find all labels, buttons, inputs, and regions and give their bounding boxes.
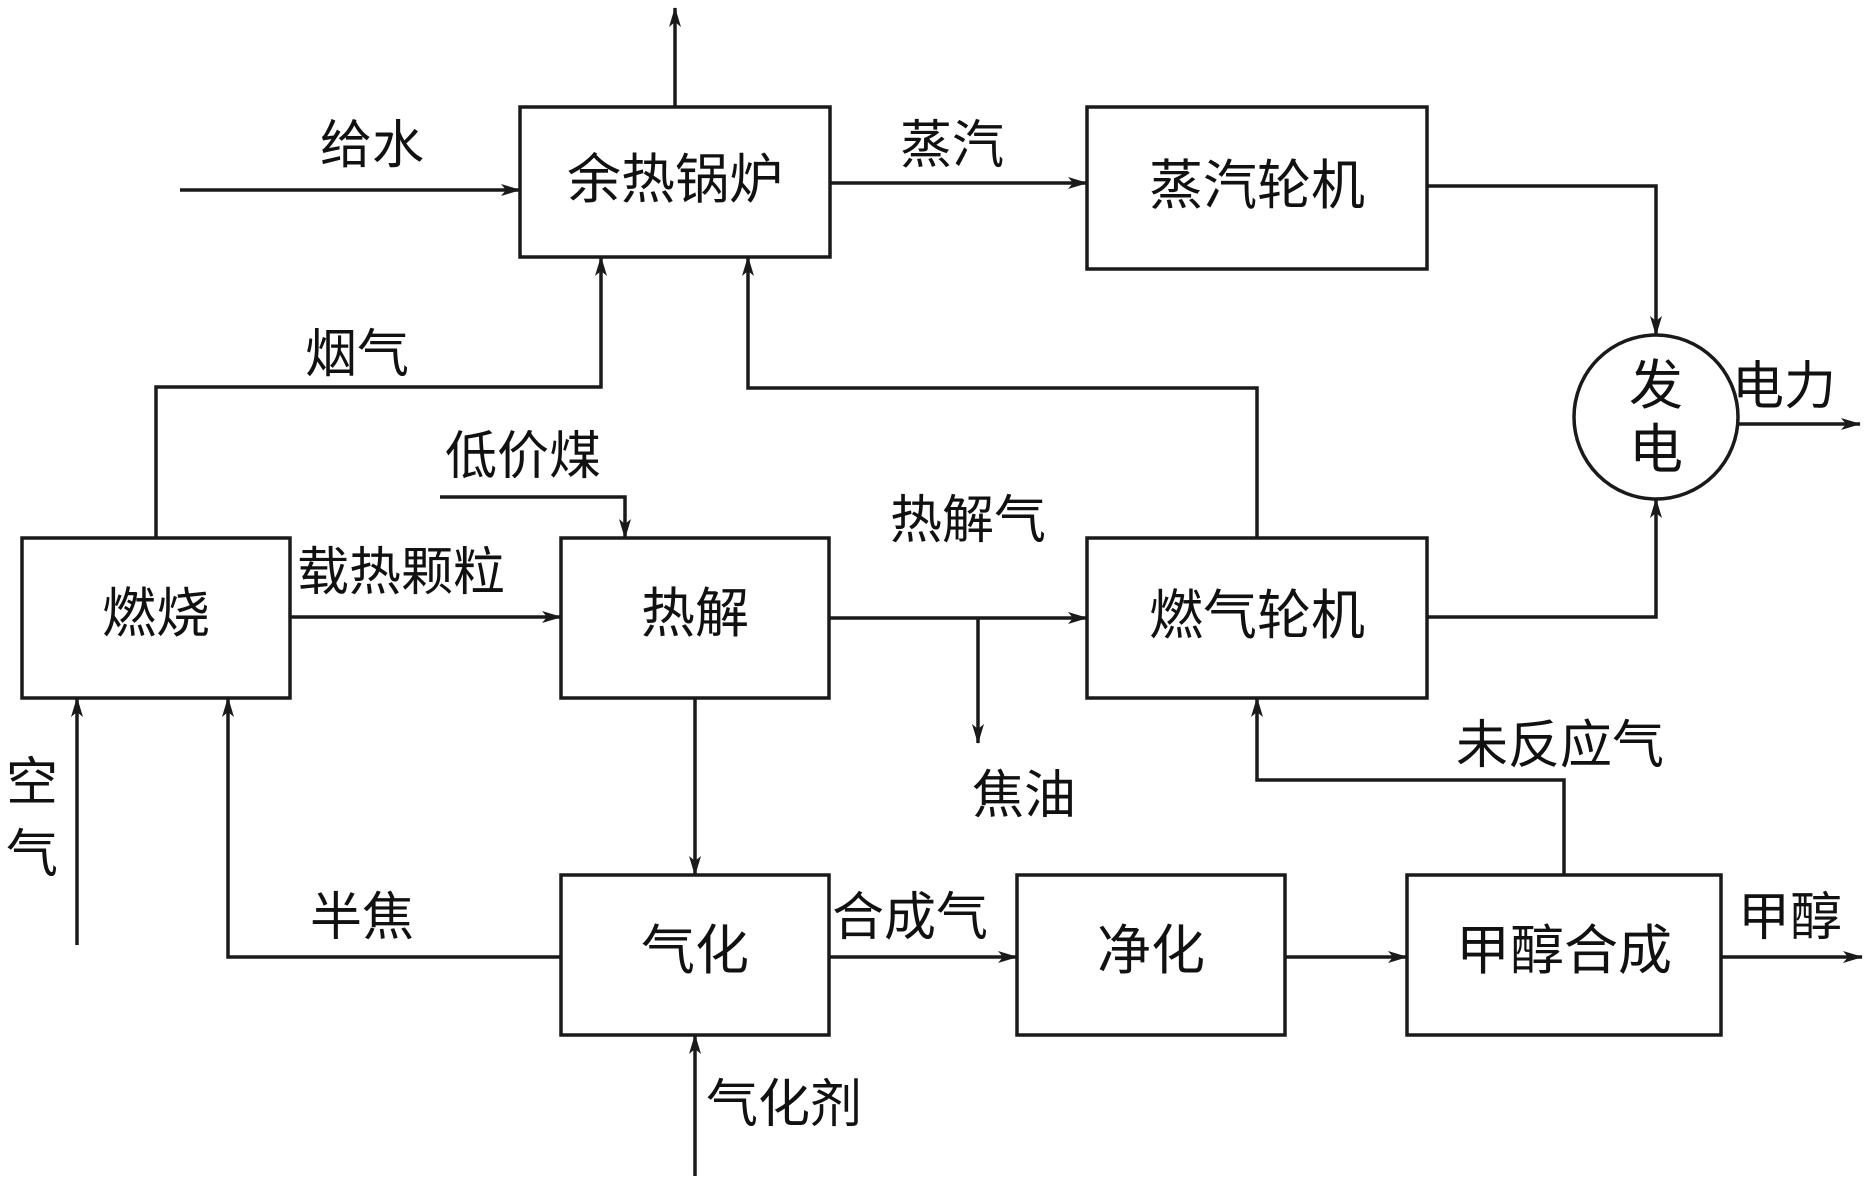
waste-heat-boiler-label: 余热锅炉 — [567, 148, 783, 211]
steam-turbine-label: 蒸汽轮机 — [1149, 154, 1365, 217]
pyrolysis-gas-label: 热解气 — [890, 491, 1046, 551]
unreacted-gas-label: 未反应气 — [1456, 716, 1664, 776]
semi-coke-label: 半焦 — [310, 888, 414, 948]
steam-turbine-to-generator-arrow — [1427, 184, 1662, 336]
combustion-box: 燃烧 — [20, 536, 292, 700]
methanol-synthesis-box: 甲醇合成 — [1405, 873, 1723, 1037]
feed-water-label: 给水 — [320, 116, 424, 176]
generator-label-top: 发 — [1629, 354, 1683, 417]
low-rank-coal-arrow — [440, 495, 631, 539]
combustion-label: 燃烧 — [102, 582, 210, 645]
flue-gas-label: 烟气 — [305, 325, 409, 385]
air-label-1: 空 — [6, 753, 58, 813]
syngas-label: 合成气 — [832, 888, 988, 948]
semi-coke-arrow — [222, 697, 561, 959]
steam-turbine-box: 蒸汽轮机 — [1085, 105, 1429, 271]
methanol-label: 甲醇 — [1738, 888, 1842, 948]
heat-carrier-label: 载热颗粒 — [297, 543, 505, 603]
gas-turbine-box: 燃气轮机 — [1085, 536, 1429, 700]
tar-label: 焦油 — [972, 766, 1076, 826]
gas-turbine-exhaust-arrow — [742, 256, 1259, 538]
gas-turbine-to-generator-arrow — [1427, 498, 1662, 619]
pyrolysis-box: 热解 — [559, 536, 831, 700]
gasifying-agent-label: 气化剂 — [706, 1075, 862, 1135]
methanol-synthesis-label: 甲醇合成 — [1456, 919, 1672, 982]
generator-label-bottom: 电 — [1629, 418, 1683, 481]
low-rank-coal-label: 低价煤 — [445, 427, 601, 487]
generator-node: 发 电 — [1572, 333, 1740, 501]
gas-turbine-label: 燃气轮机 — [1149, 584, 1365, 647]
pyrolysis-label: 热解 — [641, 582, 749, 645]
purification-label: 净化 — [1097, 919, 1205, 982]
steam-label: 蒸汽 — [900, 116, 1004, 176]
purification-box: 净化 — [1015, 873, 1287, 1037]
gasification-box: 气化 — [559, 873, 831, 1037]
air-label-2: 气 — [6, 825, 58, 885]
unreacted-gas-arrow — [1251, 697, 1566, 875]
electricity-label: 电力 — [1732, 357, 1836, 417]
gasification-label: 气化 — [641, 919, 749, 982]
flue-gas-arrow — [154, 256, 607, 538]
waste-heat-boiler-box: 余热锅炉 — [518, 105, 832, 259]
